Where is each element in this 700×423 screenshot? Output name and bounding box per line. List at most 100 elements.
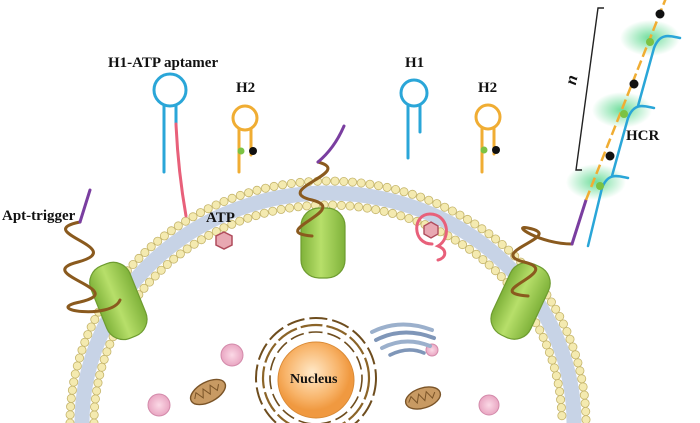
fluorophore-dot [596, 182, 604, 190]
lipid-head [144, 277, 154, 287]
lipid-head [243, 213, 253, 223]
lipid-head [65, 418, 75, 423]
h1-atp-aptamer-probe [152, 72, 188, 218]
lipid-head [99, 354, 109, 364]
lipid-head [66, 393, 76, 403]
lipid-head [462, 214, 472, 224]
vesicle [147, 393, 171, 417]
lipid-head [580, 398, 590, 408]
lipid-head [93, 378, 103, 388]
lipid-head [496, 272, 506, 282]
lipid-head [90, 394, 100, 404]
lipid-head [551, 371, 561, 381]
label-hcr: HCR [626, 128, 660, 144]
lipid-head [105, 339, 115, 349]
quencher-dot [629, 79, 639, 89]
fluorescence-glow [592, 92, 652, 128]
lipid-head [571, 350, 581, 360]
receptor-right [490, 262, 551, 340]
lipid-head [146, 242, 156, 252]
lipid-head [90, 402, 100, 412]
lipid-head [77, 345, 87, 355]
lipid-head [544, 347, 554, 357]
lipid-head [203, 204, 213, 214]
lipid-head [153, 236, 163, 246]
mitochondrion [404, 386, 442, 410]
lipid-head [211, 200, 221, 210]
quencher-dot [605, 151, 615, 161]
lipid-head [556, 395, 566, 405]
lipid-head [162, 259, 172, 269]
lipid-head [196, 235, 206, 245]
lipid-head [150, 271, 160, 281]
lipid-head [189, 239, 199, 249]
lipid-head [336, 200, 346, 210]
lipid-head [556, 403, 566, 413]
apt-trigger-hcr [510, 198, 588, 298]
lipid-head [72, 361, 82, 371]
lipid-head [447, 206, 457, 216]
lipid-head [182, 244, 192, 254]
lipid-head [356, 178, 366, 188]
lipid-head [86, 322, 96, 332]
lipid-head [379, 206, 389, 216]
label-nucleus: Nucleus [290, 372, 338, 387]
lipid-head [347, 177, 357, 187]
lipid-head [555, 387, 565, 397]
nucleus [255, 317, 377, 423]
lipid-head [581, 406, 591, 416]
lipid-head [260, 183, 270, 193]
lipid-head [95, 370, 105, 380]
hcr-assembly [566, 0, 682, 248]
lipid-head [75, 353, 85, 363]
lipid-head [89, 418, 99, 423]
lipid-head [581, 415, 591, 423]
quencher-dot [655, 9, 665, 19]
label-h2-left: H2 [236, 80, 256, 96]
lipid-head [227, 193, 237, 203]
lipid-head [354, 202, 364, 212]
receptor-middle [300, 207, 346, 279]
lipid-head [555, 311, 565, 321]
lipid-head [391, 184, 401, 194]
lipid-head [424, 195, 434, 205]
lipid-head [547, 355, 557, 365]
lipid-head [244, 188, 254, 198]
lipid-head [276, 204, 286, 214]
vesicle [220, 343, 244, 367]
lipid-head [577, 374, 587, 384]
lipid-head [464, 244, 474, 254]
aptamer-bound-atp-icon [415, 212, 448, 262]
lipid-head [83, 330, 93, 340]
fluorescence-glow [566, 164, 626, 200]
label-atp: ATP [206, 210, 235, 226]
h2-probe-right [474, 103, 502, 174]
organelles [147, 317, 500, 423]
lipid-head [457, 240, 467, 250]
lipid-head [219, 196, 229, 206]
lipid-head [330, 176, 340, 186]
lipid-head [551, 304, 561, 314]
lipid-head [67, 385, 77, 395]
lipid-head [345, 201, 355, 211]
lipid-head [440, 202, 450, 212]
lipid-head [407, 189, 417, 199]
apt-trigger-left [63, 188, 122, 314]
lipid-head [159, 231, 169, 241]
lipid-head [470, 219, 480, 229]
h2-probe-left [231, 104, 259, 174]
label-apt-trigger: Apt-trigger [2, 208, 76, 224]
lipid-head [387, 208, 397, 218]
cell-membrane [65, 176, 591, 423]
quencher-dot [249, 147, 257, 155]
lipid-head [293, 202, 303, 212]
lipid-head [542, 340, 552, 350]
lipid-head [382, 182, 392, 192]
lipid-head [278, 180, 288, 190]
golgi-apparatus [370, 322, 436, 357]
vesicle [478, 394, 500, 416]
lipid-head [399, 187, 409, 197]
lipid-head [169, 254, 179, 264]
lipid-head [252, 185, 262, 195]
